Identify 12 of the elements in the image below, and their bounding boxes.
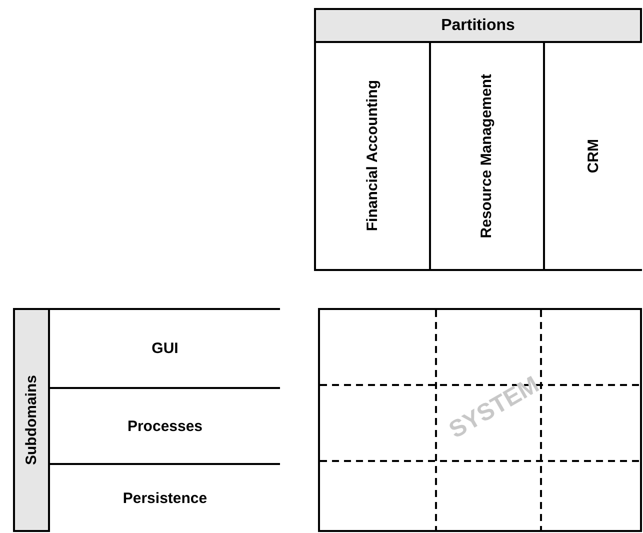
header-title: Partitions [316, 10, 640, 43]
column-label: Resource Management [478, 74, 496, 238]
table-panel [314, 8, 642, 271]
side-header: Subdomains [22, 374, 40, 465]
system-grid [318, 308, 642, 532]
row-label: GUI [152, 340, 178, 357]
column-label: CRM [584, 138, 602, 174]
subdomain-row [50, 387, 280, 463]
partition-column [543, 43, 642, 269]
column-label: Financial Accounting [364, 80, 382, 232]
row-label: Processes [127, 418, 203, 434]
row-label: Persistence [122, 490, 208, 507]
